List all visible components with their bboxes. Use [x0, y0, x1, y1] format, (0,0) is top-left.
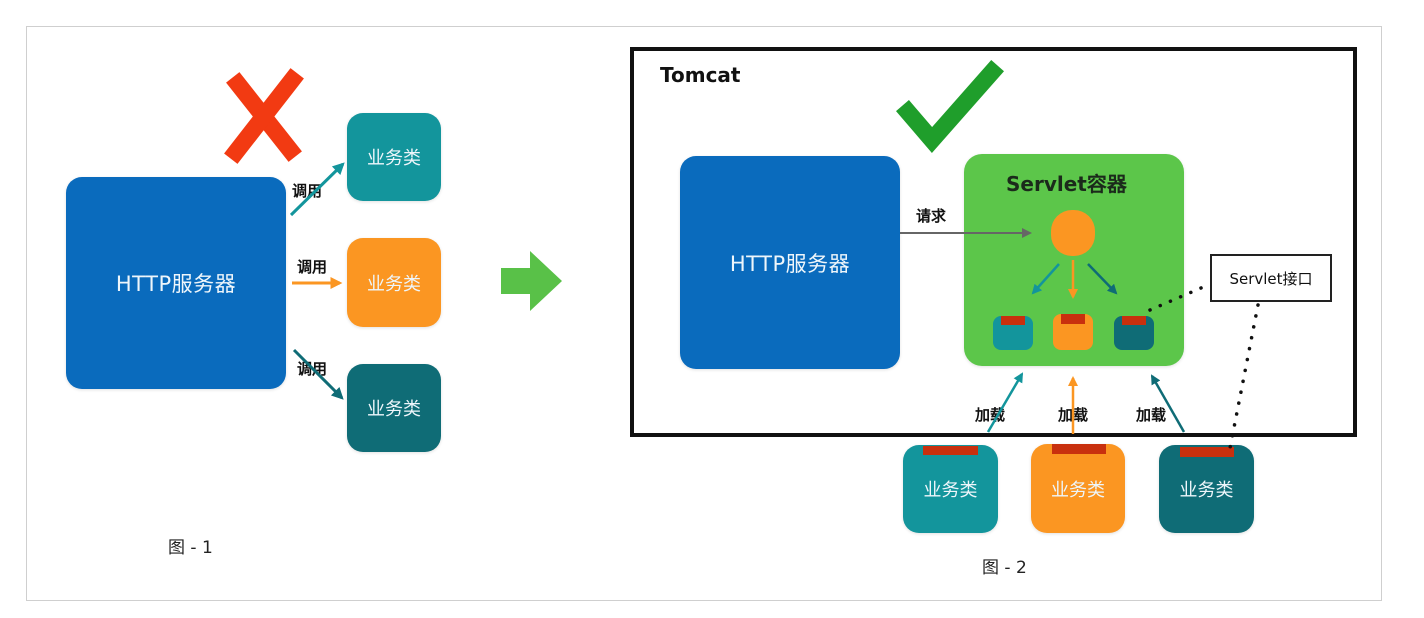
business-class-label: 业务类 — [1179, 480, 1234, 501]
figure1-call-label-2: 调用 — [297, 258, 328, 276]
correct-check-icon — [896, 60, 1004, 153]
servlet-interface-text: Servlet接口 — [1229, 269, 1313, 288]
figure2-http-server-label: HTTP服务器 — [729, 251, 851, 276]
load-arrow-3 — [1150, 374, 1186, 433]
figure2-business-class-1: 业务类 — [903, 445, 998, 533]
figure1-http-server-label: HTTP服务器 — [115, 272, 237, 296]
figure1-call-arrow-1 — [289, 162, 345, 217]
servlet-instance-1 — [993, 316, 1033, 350]
servlet-interface-label: Servlet接口 — [1210, 254, 1332, 302]
servlet-instance-3 — [1114, 316, 1154, 350]
dispatcher-node — [1051, 210, 1095, 256]
business-class-label: 业务类 — [367, 399, 421, 420]
load-label-3: 加载 — [1136, 406, 1167, 424]
figure2-business-class-2: 业务类 — [1031, 444, 1125, 533]
business-class-tab-2 — [1052, 444, 1106, 454]
request-label: 请求 — [916, 207, 947, 225]
figure1-business-class-1: 业务类 — [347, 113, 441, 201]
servlet-container-label: Servlet容器 — [1006, 172, 1127, 196]
interface-connector-1 — [1148, 283, 1210, 312]
business-class-tab-3 — [1180, 447, 1234, 457]
figure2-http-server: HTTP服务器 — [680, 156, 900, 369]
figure1-caption: 图 - 1 — [168, 538, 213, 558]
transition-arrow-icon — [501, 251, 562, 311]
wrong-cross-icon — [224, 68, 304, 164]
dispatch-arrow-3 — [1087, 263, 1118, 295]
figure1-business-class-2: 业务类 — [347, 238, 441, 327]
business-class-label: 业务类 — [367, 273, 421, 295]
business-class-label: 业务类 — [1051, 479, 1105, 501]
figure1-business-class-3: 业务类 — [347, 364, 441, 452]
figure1-call-arrow-3 — [292, 348, 344, 400]
business-class-label: 业务类 — [367, 148, 421, 169]
interface-connector-2 — [1228, 303, 1260, 450]
figure2-business-class-3: 业务类 — [1159, 445, 1254, 533]
figure2-caption: 图 - 2 — [982, 558, 1027, 578]
load-arrow-1 — [986, 372, 1024, 433]
tomcat-container-border — [630, 47, 1357, 437]
figure1-call-label-1: 调用 — [292, 182, 323, 200]
business-class-tab-1 — [923, 446, 978, 455]
tomcat-title: Tomcat — [660, 63, 741, 87]
business-class-label: 业务类 — [923, 480, 978, 501]
load-label-1: 加载 — [975, 406, 1006, 424]
figure1-http-server: HTTP服务器 — [66, 177, 286, 389]
servlet-instance-2 — [1053, 314, 1093, 350]
dispatch-arrow-1 — [1031, 263, 1060, 295]
